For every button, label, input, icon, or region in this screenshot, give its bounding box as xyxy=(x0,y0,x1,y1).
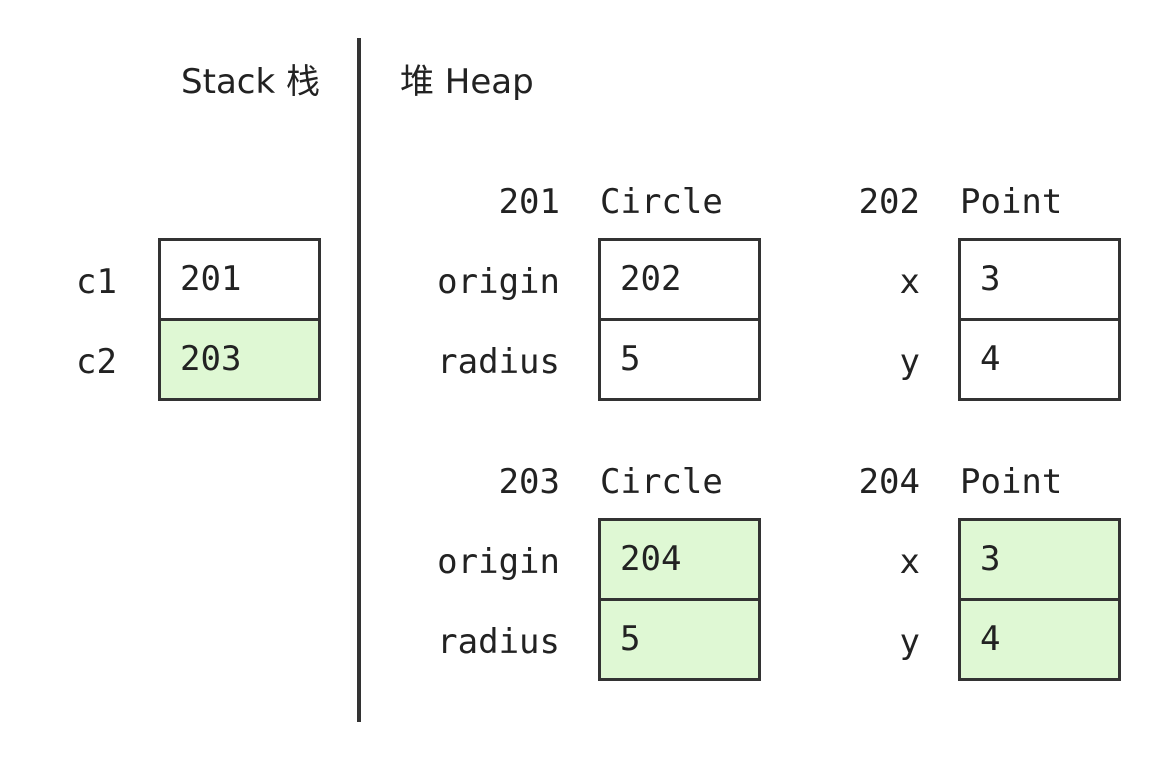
field-value: 5 xyxy=(598,318,761,401)
object-type: Point xyxy=(960,182,1063,222)
object-address: 203 xyxy=(498,462,560,502)
field-name: y xyxy=(899,622,920,662)
stack-var-name: c1 xyxy=(76,262,117,302)
stack-heading: Stack 栈 xyxy=(181,62,320,102)
stack-heap-divider xyxy=(357,38,361,722)
object-address: 201 xyxy=(498,182,560,222)
stack-var-name: c2 xyxy=(76,342,117,382)
field-value: 204 xyxy=(598,518,761,601)
field-value: 3 xyxy=(958,518,1121,601)
object-address: 204 xyxy=(858,462,920,502)
field-value: 5 xyxy=(598,598,761,681)
field-value: 4 xyxy=(958,598,1121,681)
stack-slot-c2: 203 xyxy=(158,318,321,401)
object-type: Circle xyxy=(600,182,723,222)
object-type: Point xyxy=(960,462,1063,502)
field-name: y xyxy=(899,342,920,382)
field-name: x xyxy=(899,262,920,302)
field-value: 202 xyxy=(598,238,761,321)
field-name: origin xyxy=(437,542,560,582)
object-address: 202 xyxy=(858,182,920,222)
field-name: origin xyxy=(437,262,560,302)
stack-slot-c1: 201 xyxy=(158,238,321,321)
heap-heading: 堆 Heap xyxy=(400,62,534,102)
field-name: radius xyxy=(437,342,560,382)
field-value: 3 xyxy=(958,238,1121,321)
field-name: radius xyxy=(437,622,560,662)
field-value: 4 xyxy=(958,318,1121,401)
object-type: Circle xyxy=(600,462,723,502)
field-name: x xyxy=(899,542,920,582)
